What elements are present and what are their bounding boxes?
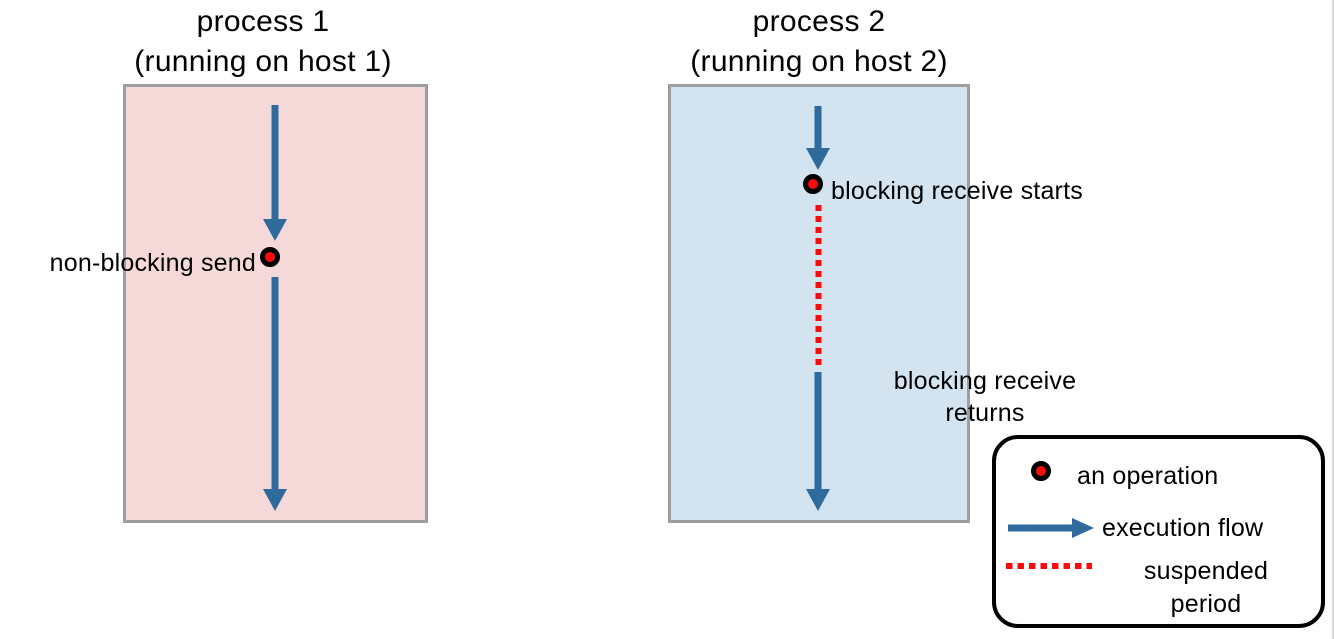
window-right-edge (1332, 0, 1334, 639)
legend-operation-circle-icon (1031, 461, 1051, 481)
blocking-receive-returns-label: blocking receive returns (835, 365, 1135, 429)
legend-operation-label: an operation (1077, 462, 1219, 490)
legend-suspended-line1: suspended (1143, 557, 1269, 585)
legend-suspended-line2: period (1170, 590, 1242, 618)
process-2-flow-arrow-bottom (806, 372, 830, 511)
blocking-receive-returns-line2: returns (945, 399, 1025, 427)
process-2-flow-arrow-top (806, 106, 830, 170)
process-2-title-line1: process 2 (752, 5, 886, 38)
process-1-flow-arrow-bottom (263, 277, 287, 511)
operation-circle-nonblocking-send (260, 247, 280, 267)
operation-circle-blocking-receive (803, 174, 823, 194)
legend-execution-flow-arrow-icon (1008, 518, 1094, 538)
process-2-title-line2: (running on host 2) (690, 45, 948, 78)
process-1-title: process 1 (running on host 1) (63, 2, 463, 82)
legend-execution-flow-label: execution flow (1102, 514, 1264, 542)
process-1-title-line2: (running on host 1) (134, 45, 392, 78)
blocking-receive-returns-line1: blocking receive (893, 367, 1077, 395)
process-1-flow-arrow-top (263, 105, 287, 241)
blocking-receive-starts-label: blocking receive starts (831, 177, 1083, 205)
suspended-period-dotted-line (815, 205, 822, 367)
legend-suspended-period-label: suspended period (1100, 555, 1312, 621)
process-2-title: process 2 (running on host 2) (619, 2, 1019, 82)
non-blocking-send-label: non-blocking send (49, 249, 256, 277)
legend-suspended-dotted-line-icon (1006, 563, 1092, 569)
process-1-title-line1: process 1 (196, 5, 330, 38)
